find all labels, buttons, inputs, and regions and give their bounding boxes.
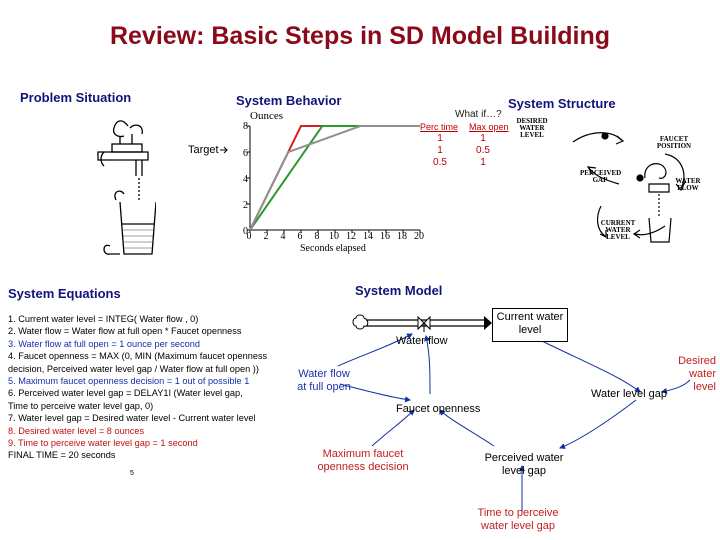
x-tick-label: 8	[314, 231, 320, 242]
faucet-position-drawing-label: FAUCET POSITION	[656, 135, 692, 150]
what-if-cell: 1	[437, 133, 443, 144]
chart-xlabel: Seconds elapsed	[300, 243, 366, 254]
variable-water-flow-at-full-open: Water flow at full open	[297, 368, 351, 393]
link-wffo-to-flow	[337, 333, 413, 367]
water-flow-drawing-label: WATER FLOW	[675, 177, 701, 192]
y-tick-label: 2	[243, 200, 248, 211]
x-tick-label: 14	[363, 231, 373, 242]
what-if-cell: 1	[437, 145, 443, 156]
chart-ylabel: Ounces	[250, 110, 283, 122]
structure-loop-illustration	[572, 132, 686, 243]
what-if-cell: 0.5	[433, 157, 447, 168]
target-label: Target	[188, 144, 219, 156]
equation-line: 2. Water flow = Water flow at full open …	[8, 326, 242, 337]
y-tick-label: 4	[243, 174, 248, 185]
variable-faucet-openness: Faucet openness	[396, 403, 481, 415]
flow-pipe-arrowhead	[484, 316, 492, 330]
variable-time-to-perceive-water-level-gap: Time to perceive water level gap	[477, 507, 559, 532]
x-tick-label: 16	[380, 231, 390, 242]
behavior-chart	[247, 125, 421, 233]
link-gap-to-perceived	[559, 399, 637, 449]
variable-desired-water-level: Desired water level	[678, 355, 716, 393]
y-tick-label: 8	[243, 121, 248, 132]
equation-line: decision, Perceived water level gap / Wa…	[8, 363, 259, 374]
current-water-level-drawing-label: CURRENT WATER LEVEL	[600, 219, 636, 241]
equation-line: 4. Faucet openness = MAX (0, MIN (Maximu…	[8, 351, 268, 362]
equation-line: 8. Desired water level = 8 ounces	[8, 425, 145, 436]
what-if-cell: 0.5	[476, 145, 490, 156]
x-tick-label: 18	[397, 231, 407, 242]
target-arrow-icon	[220, 146, 228, 154]
x-tick-label: 4	[280, 231, 286, 242]
section-system-equations: System Equations	[8, 286, 121, 301]
section-system-structure: System Structure	[508, 96, 616, 111]
x-tick-label: 2	[263, 231, 269, 242]
x-tick-label: 20	[414, 231, 424, 242]
equation-list: 1. Current water level = INTEG( Water fl…	[8, 313, 293, 462]
x-tick-label: 10	[329, 231, 339, 242]
x-tick-label: 12	[346, 231, 356, 242]
link-cwl-to-gap	[539, 339, 641, 393]
equation-line: 1. Current water level = INTEG( Water fl…	[8, 314, 199, 324]
what-if-header-perc-time: Perc time	[420, 122, 459, 132]
equation-line: 7. Water level gap = Desired water level…	[8, 413, 256, 424]
link-desired-to-gap	[661, 379, 691, 394]
link-perceived-to-openness	[439, 409, 495, 447]
y-tick-label: 0	[243, 226, 248, 237]
section-system-model: System Model	[355, 283, 443, 298]
equation-line: Time to perceive water level gap, 0)	[8, 400, 154, 411]
variable-water-level-gap: Water level gap	[591, 388, 668, 400]
what-if-title: What if…?	[455, 109, 502, 120]
section-system-behavior: System Behavior	[236, 93, 342, 108]
y-tick-label: 6	[243, 148, 248, 159]
equation-line: FINAL TIME = 20 seconds	[8, 450, 116, 461]
x-tick-label: 0	[246, 231, 252, 242]
x-tick-label: 6	[297, 231, 303, 242]
desired-water-level-drawing-label: DESIRED WATER LEVEL	[516, 117, 548, 139]
equation-line: 5. Maximum faucet openness decision = 1 …	[8, 376, 250, 387]
equation-line: 9. Time to perceive water level gap = 1 …	[8, 438, 198, 449]
link-wffo-to-openness	[339, 383, 411, 403]
variable-perceived-water-level-gap: Perceived water level gap	[484, 452, 564, 477]
what-if-header-max-open: Max open	[469, 122, 509, 132]
link-openness-to-flow	[424, 335, 431, 395]
perceived-gap-drawing-label: PERCEIVED GAP	[580, 169, 622, 184]
section-problem-situation: Problem Situation	[20, 90, 132, 105]
flow-water-flow-label: Water flow	[396, 335, 448, 347]
stock-current-water-level: Current water level	[492, 308, 568, 342]
variable-maximum-faucet-openness-decision: Maximum faucet openness decision	[317, 448, 409, 473]
equation-line: 6. Perceived water level gap = DELAY1I (…	[8, 388, 243, 399]
series-line-2	[249, 125, 420, 231]
page-number: 5	[130, 470, 134, 477]
what-if-cell: 1	[480, 133, 486, 144]
cloud-source-icon	[352, 314, 369, 330]
faucet-glass-illustration	[97, 120, 156, 255]
link-max-to-openness	[371, 409, 415, 447]
stock-flow-diagram	[337, 314, 691, 512]
what-if-cell: 1	[480, 157, 486, 168]
equation-line: 3. Water flow at full open = 1 ounce per…	[8, 338, 200, 349]
page-title: Review: Basic Steps in SD Model Building	[109, 22, 611, 50]
